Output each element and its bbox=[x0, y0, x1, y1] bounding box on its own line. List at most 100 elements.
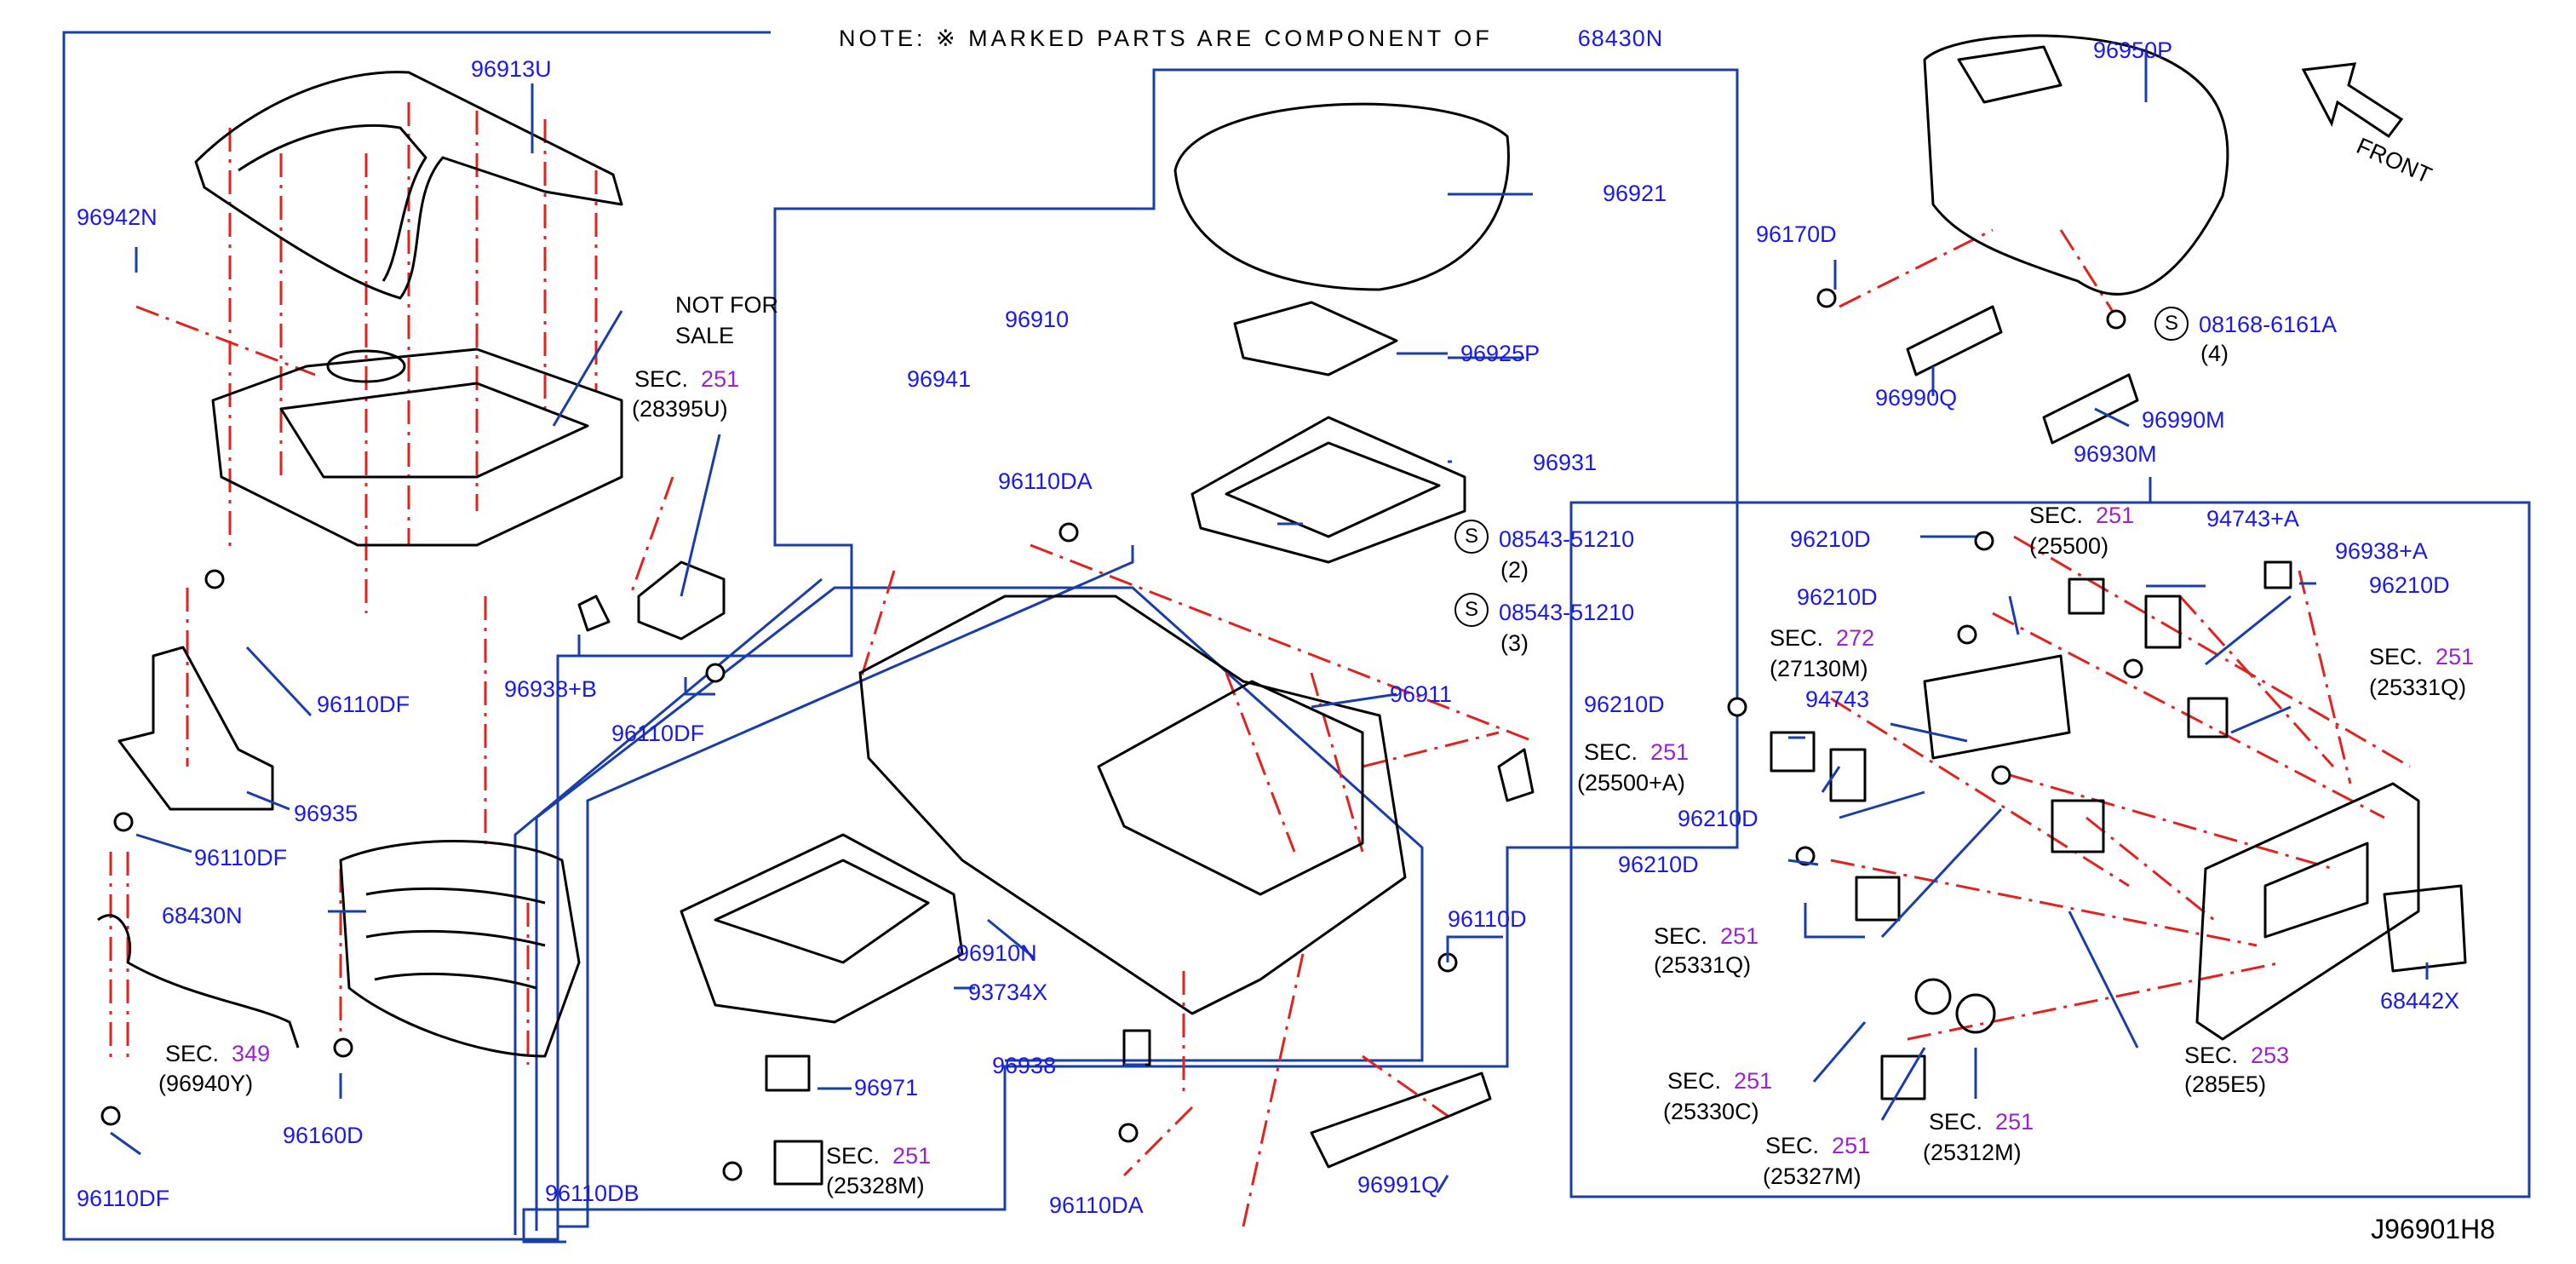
part-96110DF-c[interactable]: 96110DF bbox=[194, 845, 288, 870]
body-96910 bbox=[858, 595, 1407, 1015]
bolt-icon bbox=[113, 812, 134, 832]
bolt-symbol-1: S bbox=[1454, 520, 1489, 554]
section-25331Q-b-ref: (25331Q) bbox=[1654, 952, 1752, 978]
bolt-icon bbox=[1816, 288, 1837, 308]
bolt-symbol-3: S bbox=[2154, 307, 2189, 341]
section-25500A-ref: (25500+A) bbox=[1577, 770, 1685, 796]
section-25330C[interactable]: SEC. 251 bbox=[1667, 1068, 1773, 1094]
section-25331Q-b[interactable]: SEC. 251 bbox=[1654, 923, 1759, 949]
part-96921[interactable]: 96921 bbox=[1603, 181, 1667, 206]
bolt-icon bbox=[722, 1161, 743, 1181]
part-96110DF-a[interactable]: 96110DF bbox=[317, 692, 410, 717]
frame-lines bbox=[62, 31, 2531, 1244]
part-96930M[interactable]: 96930M bbox=[2074, 441, 2157, 467]
bolt-icon bbox=[1795, 846, 1816, 866]
shifter-28395U bbox=[637, 560, 726, 641]
section-25500A[interactable]: SEC. 251 bbox=[1584, 739, 1690, 765]
lid-96921 bbox=[1173, 102, 1510, 291]
part-96170D[interactable]: 96170D bbox=[1756, 221, 1837, 247]
bolts bbox=[100, 288, 2143, 1181]
part-94743[interactable]: 94743 bbox=[1805, 687, 1870, 712]
section-27130M-ref: (27130M) bbox=[1770, 656, 1868, 681]
part-96110DB[interactable]: 96110DB bbox=[545, 1181, 640, 1206]
part-96938A[interactable]: 96938+A bbox=[2335, 538, 2428, 564]
section-25312M[interactable]: SEC. 251 bbox=[1929, 1109, 2034, 1135]
bolt-ref-1-qty: (2) bbox=[1500, 557, 1529, 583]
section-285E5[interactable]: SEC. 253 bbox=[2184, 1043, 2290, 1068]
section-28395U-ref: (28395U) bbox=[632, 396, 728, 422]
cover-96950P bbox=[1923, 34, 2229, 296]
section-96940Y-ref: (96940Y) bbox=[158, 1071, 254, 1096]
part-96942N[interactable]: 96942N bbox=[77, 204, 158, 230]
section-25331Q-a[interactable]: SEC. 251 bbox=[2369, 644, 2475, 669]
bin-93734X bbox=[680, 833, 964, 1024]
part-96210D-c[interactable]: 96210D bbox=[1797, 584, 1878, 610]
bolt-icon bbox=[1974, 531, 1994, 551]
section-25500[interactable]: SEC. 251 bbox=[2029, 503, 2135, 528]
bracket-96991Q bbox=[1310, 1072, 1492, 1169]
part-96938[interactable]: 96938 bbox=[992, 1053, 1057, 1078]
part-96913U[interactable]: 96913U bbox=[471, 56, 552, 82]
part-68442X[interactable]: 68442X bbox=[2380, 988, 2460, 1014]
bolt-icon bbox=[333, 1037, 353, 1058]
bolt-icon bbox=[1118, 1123, 1139, 1143]
section-25331Q-a-ref: (25331Q) bbox=[2369, 675, 2467, 700]
leader-lines bbox=[110, 51, 2429, 1193]
bolt-ref-3-code[interactable]: 08168-6161A bbox=[2199, 312, 2338, 337]
part-96925P[interactable]: 96925P bbox=[1460, 341, 1540, 366]
bolt-ref-2-qty: (3) bbox=[1500, 630, 1529, 656]
part-96911[interactable]: 96911 bbox=[1390, 681, 1453, 707]
part-94743A[interactable]: 94743+A bbox=[2206, 506, 2299, 531]
part-96210D-e[interactable]: 96210D bbox=[1678, 806, 1758, 831]
part-96160D[interactable]: 96160D bbox=[283, 1123, 364, 1148]
part-96931[interactable]: 96931 bbox=[1533, 450, 1598, 475]
part-96110DA-b[interactable]: 96110DA bbox=[1049, 1192, 1144, 1218]
bolt-icon bbox=[204, 569, 225, 589]
section-27130M[interactable]: SEC. 272 bbox=[1770, 625, 1875, 651]
section-96940Y[interactable]: SEC. 349 bbox=[165, 1041, 271, 1066]
part-96990Q[interactable]: 96990Q bbox=[1875, 385, 1958, 411]
bolt-icon bbox=[1957, 624, 1977, 645]
section-25328M[interactable]: SEC. 251 bbox=[826, 1143, 932, 1169]
bolt-symbol-2: S bbox=[1454, 593, 1489, 627]
part-96990M[interactable]: 96990M bbox=[2142, 407, 2225, 433]
not-for-sale-line2: SALE bbox=[675, 323, 735, 348]
part-96950P[interactable]: 96950P bbox=[2093, 37, 2173, 63]
bolt-icon bbox=[1727, 697, 1747, 717]
finisher-96913U bbox=[194, 71, 623, 300]
part-96941[interactable]: 96941 bbox=[907, 366, 972, 392]
part-96210D-a[interactable]: 96210D bbox=[1790, 526, 1871, 552]
part-93734X[interactable]: 93734X bbox=[968, 980, 1048, 1005]
section-25330C-ref: (25330C) bbox=[1663, 1099, 1759, 1124]
cable-96940Y bbox=[97, 914, 300, 1049]
bolt-icon bbox=[2106, 309, 2126, 330]
bolt-ref-2-code[interactable]: 08543-51210 bbox=[1499, 600, 1635, 625]
switch-27130M bbox=[1923, 654, 2071, 760]
part-96110DF-d[interactable]: 96110DF bbox=[77, 1186, 170, 1211]
part-96210D-f[interactable]: 96210D bbox=[1618, 852, 1699, 877]
part-96910N[interactable]: 96910N bbox=[956, 940, 1037, 966]
bolt-ref-3-qty: (4) bbox=[2200, 341, 2229, 366]
part-96210D-b[interactable]: 96210D bbox=[2369, 572, 2450, 598]
bolt-icon bbox=[2123, 658, 2143, 679]
section-25327M[interactable]: SEC. 251 bbox=[1765, 1133, 1871, 1158]
bolt-ref-1-code[interactable]: 08543-51210 bbox=[1499, 526, 1635, 552]
part-96210D-d[interactable]: 96210D bbox=[1584, 692, 1665, 717]
part-96910[interactable]: 96910 bbox=[1005, 307, 1070, 332]
part-96110DF-b[interactable]: 96110DF bbox=[611, 721, 705, 746]
lid-68442X bbox=[2383, 884, 2467, 973]
front-arrow-icon bbox=[2301, 62, 2404, 139]
part-68430N[interactable]: 68430N bbox=[162, 903, 243, 928]
part-96991Q[interactable]: 96991Q bbox=[1357, 1172, 1440, 1198]
note-ref[interactable]: 68430N bbox=[1577, 26, 1664, 51]
part-96110DA-a[interactable]: 96110DA bbox=[998, 468, 1093, 494]
part-96110D[interactable]: 96110D bbox=[1448, 906, 1527, 932]
section-25500-ref: (25500) bbox=[2029, 533, 2109, 559]
panel-96941 bbox=[211, 348, 623, 547]
part-96935[interactable]: 96935 bbox=[294, 801, 359, 826]
section-28395U[interactable]: SEC. 251 bbox=[634, 366, 740, 392]
part-96971[interactable]: 96971 bbox=[854, 1075, 919, 1100]
bolt-icon bbox=[1059, 522, 1079, 543]
part-96938B[interactable]: 96938+B bbox=[504, 676, 597, 702]
